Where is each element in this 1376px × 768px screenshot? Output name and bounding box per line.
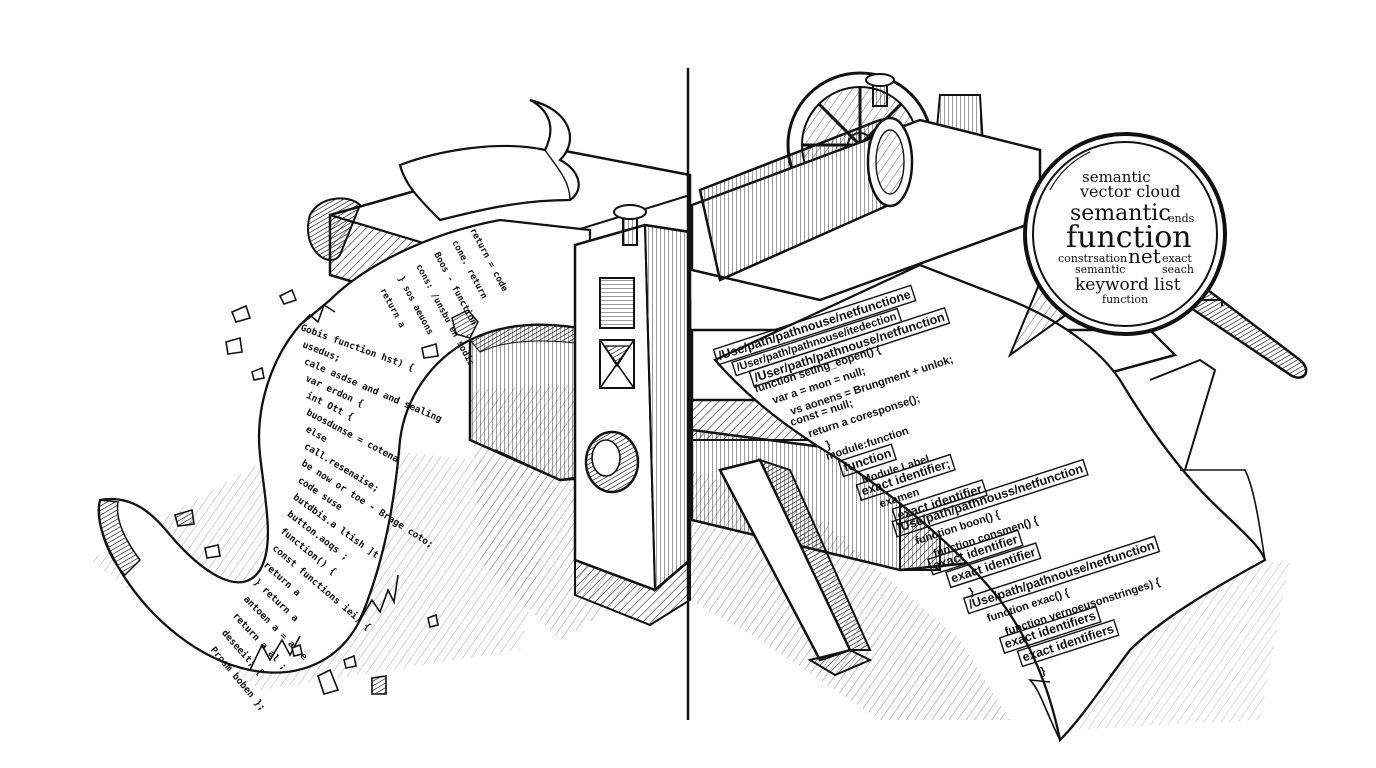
magnifier-word: vector cloud [1079, 182, 1181, 201]
right-code-line: } [968, 586, 976, 599]
magnifier-word: constrsation [1058, 252, 1127, 265]
code-highlight-box [945, 542, 1042, 589]
code-highlight-box [855, 453, 956, 502]
left-torn-scroll [97, 98, 592, 674]
magnifier-word: semantic [1082, 168, 1151, 186]
code-highlight-box [891, 458, 1089, 538]
code-highlight-box [891, 479, 988, 526]
code-highlight-box [837, 443, 898, 478]
code-highlight-box [998, 605, 1102, 654]
magnifier-word: semantic [1070, 201, 1171, 226]
magnifier-word: keyword list [1075, 275, 1181, 295]
code-highlight-box [1016, 619, 1120, 668]
code-highlight-box [712, 284, 917, 366]
right-code-line: } [825, 439, 833, 452]
right-code-line: } [1039, 665, 1047, 678]
magnifier-word: seach [1162, 263, 1194, 276]
code-highlight-box [927, 529, 1024, 576]
magnifier-word: net [1128, 244, 1161, 268]
magnifier-word: function [1066, 220, 1192, 255]
code-highlight-box [962, 535, 1161, 615]
code-highlight-box [748, 307, 951, 388]
press-column [573, 204, 692, 627]
right-paper-sheet [713, 263, 1267, 743]
magnifier-word: ends [1168, 212, 1195, 225]
torn-fragments [174, 288, 439, 695]
magnifier-word: function [1102, 293, 1148, 306]
magnifier-word: semantic [1075, 263, 1125, 276]
magnifier-word: exact [1162, 252, 1192, 265]
